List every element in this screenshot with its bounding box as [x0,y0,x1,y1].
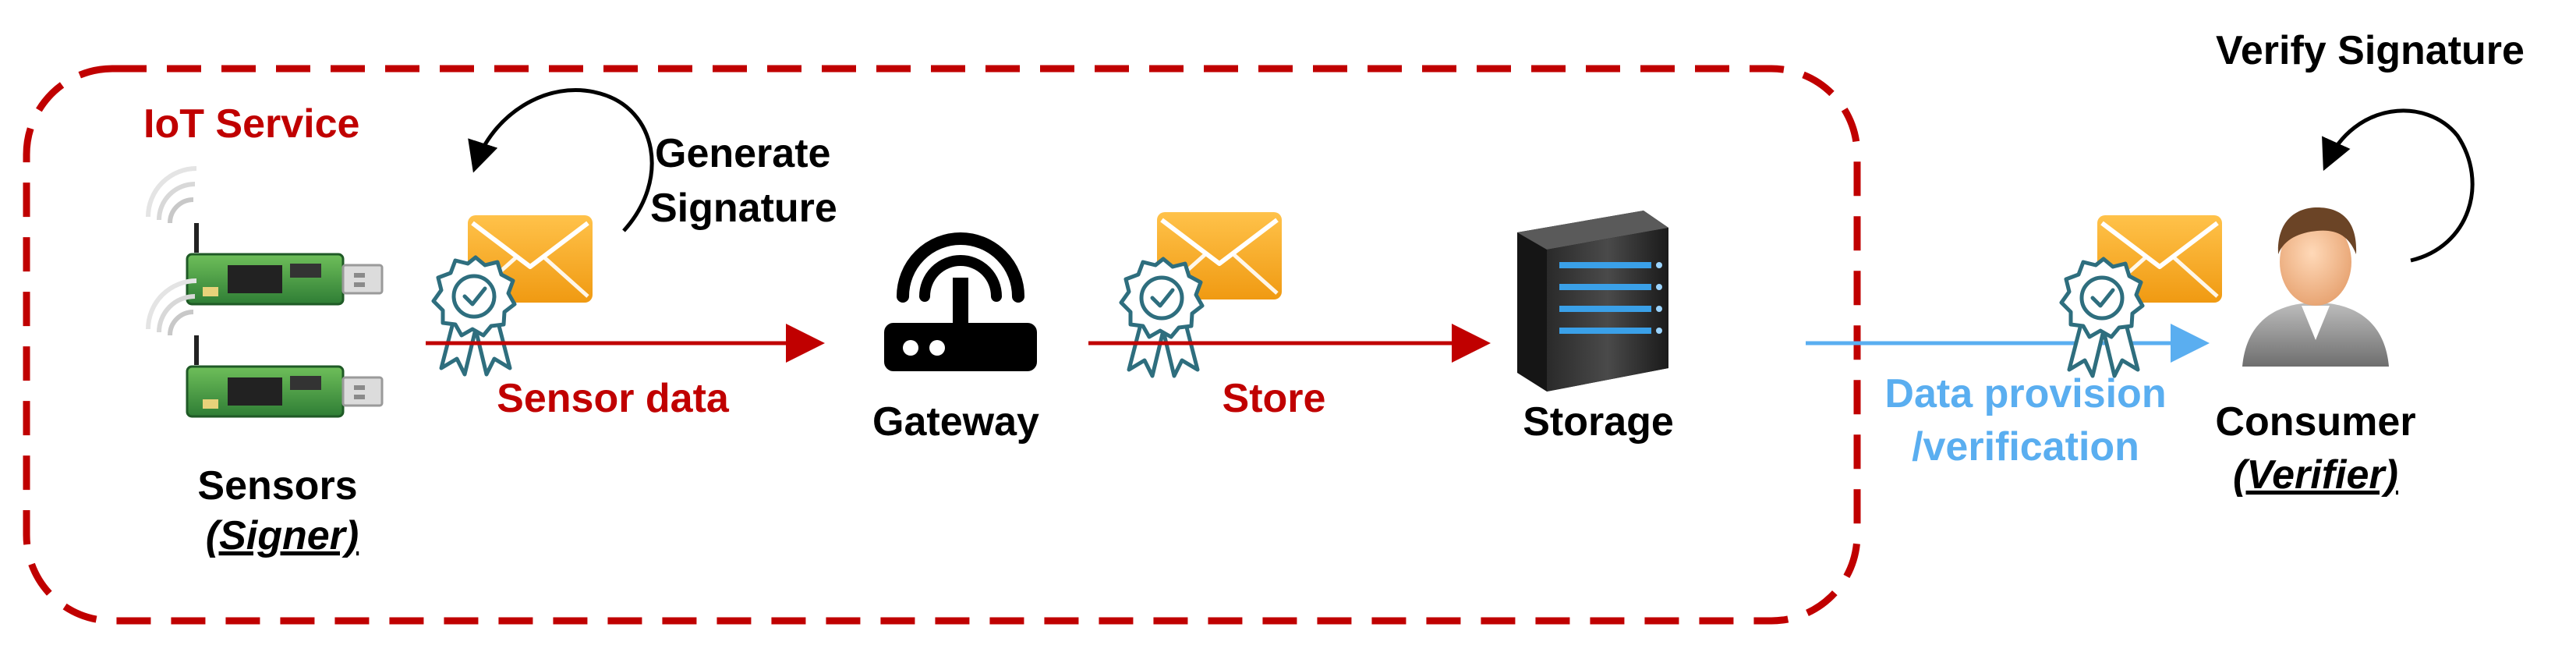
router-icon [884,232,1037,371]
storage-label: Storage [1523,399,1674,445]
sensors-label: Sensors [197,463,357,508]
consumer-label: Consumer [2215,399,2415,445]
certificate-badge-icon [2061,259,2143,376]
server-rack-icon [1517,211,1668,392]
consumer-role: (Verifier) [2233,452,2398,498]
iot-service-title: IoT Service [143,101,359,147]
certificate-badge-icon [433,257,515,374]
gateway-label: Gateway [872,399,1039,445]
generate-signature-line1: Generate [655,131,830,176]
data-provision-line2: /verification [1912,424,2139,470]
sensor-board-icon [148,168,382,416]
certificate-badge-icon [1121,259,1202,376]
verify-cycle-arrow-icon [2322,108,2475,263]
generate-cycle-arrow-icon [468,88,654,232]
user-icon [2242,207,2389,367]
store-label: Store [1223,376,1326,421]
verify-signature-label: Verify Signature [2216,28,2525,73]
sensor-data-label: Sensor data [497,376,730,421]
data-provision-line1: Data provision [1884,371,2166,416]
generate-signature-line2: Signature [650,186,837,231]
sensors-role: (Signer) [206,513,359,558]
